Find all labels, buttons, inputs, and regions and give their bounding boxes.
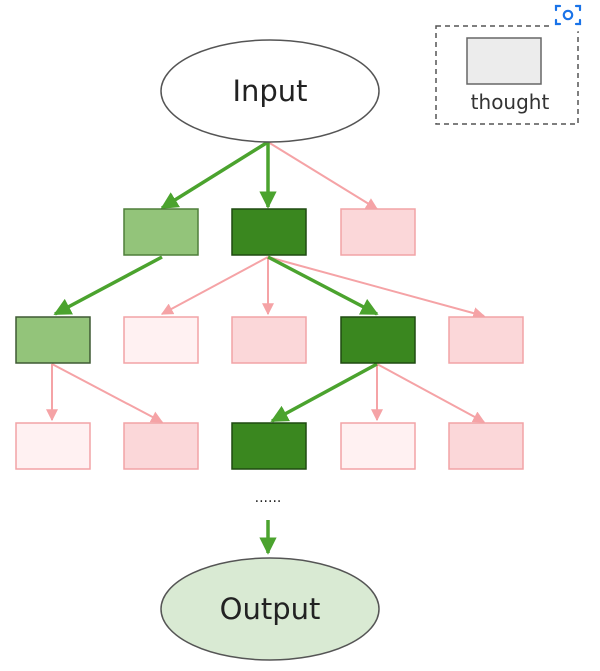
edge-n12-to-n22 [160,256,269,315]
thought-n12 [231,208,307,256]
edge-n24-to-n33 [270,362,378,423]
thought-n22 [123,316,199,364]
thought-n35 [448,422,524,470]
output-node: Output [160,557,380,661]
legend: thought [435,25,579,125]
input-ellipse [160,39,380,143]
ellipsis: ...... [255,490,282,506]
thought-n13 [340,208,416,256]
legend-border [435,25,579,125]
thought-n23 [231,316,307,364]
rejected-edges [46,141,486,423]
legend-thought-swatch [466,37,542,85]
edge-n12-to-n25 [267,256,486,319]
thought-n25 [448,316,524,364]
thought-n31 [15,422,91,470]
input-node: Input [160,39,380,143]
level-1-thoughts [123,208,416,256]
thought-n24 [340,316,416,364]
edge-n11-to-n21 [53,255,163,316]
selected-edges [53,140,379,555]
edge-n21-to-n32 [51,363,164,423]
edge-n24-to-n35 [376,363,486,423]
input-label: Input [232,74,307,108]
edge-input-to-n11 [160,140,269,210]
thought-n33 [231,422,307,470]
output-ellipse [160,557,380,661]
thought-n11 [123,208,199,256]
lens-search-icon[interactable] [548,0,588,32]
edge-n12-to-n24 [267,255,379,316]
output-label: Output [220,592,321,626]
thought-n34 [340,422,416,470]
level-2-thoughts [15,316,524,364]
thought-n32 [123,422,199,470]
level-3-thoughts [15,422,524,470]
legend-thought-label: thought [471,90,550,114]
thought-n21 [15,316,91,364]
edge-input-to-n13 [267,141,379,210]
